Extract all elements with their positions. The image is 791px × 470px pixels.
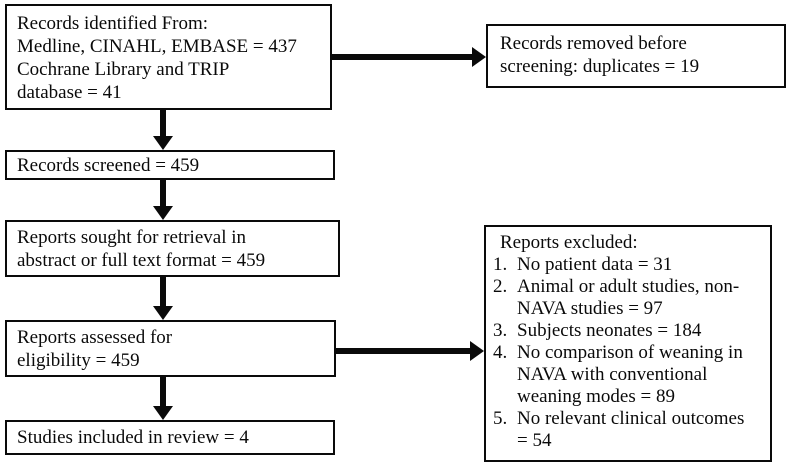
arrow-head-down	[153, 206, 173, 220]
excluded-title: Reports excluded:	[500, 232, 638, 253]
arrow-identified-to-screened	[153, 110, 173, 150]
arrow-head-right	[472, 47, 486, 67]
arrow-head-down	[153, 406, 173, 420]
excluded-item-4-text: No comparison of weaning in NAVA with co…	[517, 342, 743, 407]
arrow-head-down	[153, 306, 173, 320]
arrow-shaft	[160, 180, 166, 206]
excluded-item-5-text: No relevant clinical outcomes = 54	[517, 408, 745, 451]
excluded-item-3-number: 3.	[493, 320, 508, 341]
excluded-item-3-text: Subjects neonates = 184	[517, 320, 702, 341]
box-reports-sought: Reports sought for retrieval in abstract…	[5, 220, 340, 277]
excluded-item-5: 5. No relevant clinical outcomes = 54	[486, 408, 770, 452]
arrow-shaft	[336, 348, 470, 354]
arrow-assessed-to-excluded	[336, 341, 484, 361]
box-records-removed: Records removed before screening: duplic…	[486, 24, 786, 88]
arrow-assessed-to-included	[153, 377, 173, 420]
excluded-item-3: 3. Subjects neonates = 184	[486, 320, 770, 342]
arrow-head-down	[153, 136, 173, 150]
excluded-item-4: 4. No comparison of weaning in NAVA with…	[486, 342, 770, 408]
excluded-item-5-number: 5.	[493, 408, 508, 429]
excluded-item-1: 1. No patient data = 31	[486, 254, 770, 276]
excluded-item-2-text: Animal or adult studies, non- NAVA studi…	[517, 276, 740, 319]
excluded-item-1-number: 1.	[493, 254, 508, 275]
box-reports-assessed: Reports assessed for eligibility = 459	[5, 320, 336, 377]
arrow-head-right	[470, 341, 484, 361]
box-records-identified: Records identified From: Medline, CINAHL…	[5, 4, 332, 110]
excluded-item-1-text: No patient data = 31	[517, 254, 673, 275]
excluded-item-2-number: 2.	[493, 276, 508, 297]
arrow-shaft	[160, 110, 166, 136]
box-reports-excluded: Reports excluded: 1. No patient data = 3…	[484, 225, 772, 462]
box-studies-included: Studies included in review = 4	[5, 420, 335, 455]
arrow-sought-to-assessed	[153, 277, 173, 320]
box-records-screened: Records screened = 459	[5, 150, 335, 180]
arrow-shaft	[160, 277, 166, 306]
arrow-shaft	[160, 377, 166, 406]
excluded-item-2: 2. Animal or adult studies, non- NAVA st…	[486, 276, 770, 320]
arrow-shaft	[332, 54, 472, 60]
excluded-item-4-number: 4.	[493, 342, 508, 363]
arrow-identified-to-removed	[332, 47, 486, 67]
arrow-screened-to-sought	[153, 180, 173, 220]
